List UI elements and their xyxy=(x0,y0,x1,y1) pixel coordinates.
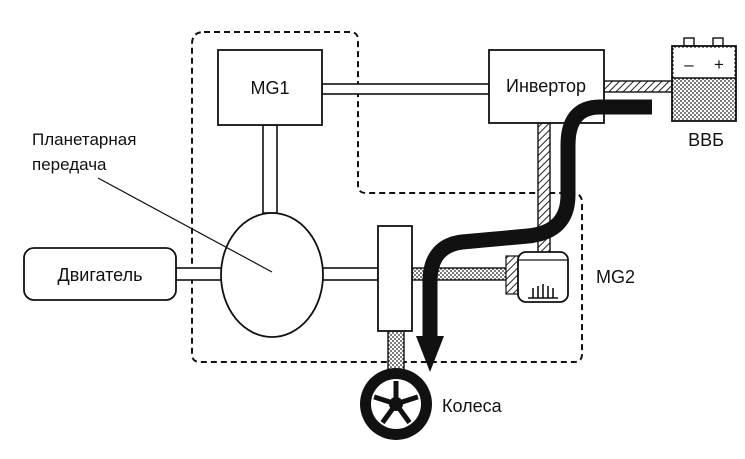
planetary-leader-line xyxy=(97,177,273,273)
mg2-label: MG2 xyxy=(596,267,635,287)
engine-label: Двигатель xyxy=(58,265,143,285)
mg1-label: MG1 xyxy=(250,78,289,98)
mg1-inverter-link xyxy=(321,83,490,95)
engine-box: Двигатель xyxy=(23,247,177,301)
mg1-box: MG1 xyxy=(217,49,323,126)
reduction-gear xyxy=(377,225,413,332)
planetary-reducer-shaft xyxy=(321,267,379,281)
inverter-label: Инвертор xyxy=(506,76,586,96)
battery-icon: – + xyxy=(671,37,737,122)
battery-minus-sign: – xyxy=(684,55,694,74)
planetary-gear xyxy=(220,212,324,338)
battery-label: ВВБ xyxy=(688,130,724,150)
wheel-icon xyxy=(360,368,432,440)
planetary-label-line2: передача xyxy=(32,155,107,174)
energy-flow-arrow xyxy=(416,99,652,372)
battery-plus-sign: + xyxy=(714,55,724,74)
mg2-motor xyxy=(505,251,569,303)
engine-planetary-shaft xyxy=(175,267,225,281)
inverter-battery-link xyxy=(603,80,673,93)
planetary-label-line1: Планетарная xyxy=(32,130,136,149)
mg1-planetary-shaft xyxy=(262,124,278,214)
wheel-drive-shaft xyxy=(387,330,405,374)
wheels-label: Колеса xyxy=(442,396,503,416)
